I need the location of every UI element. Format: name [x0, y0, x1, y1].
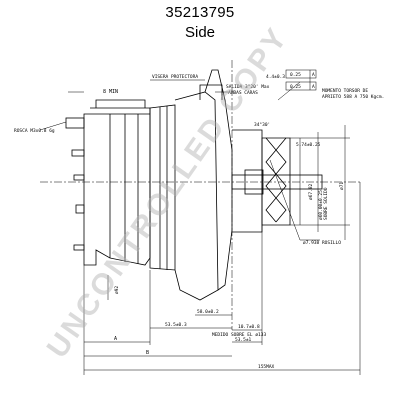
label-angle: 34°30': [254, 122, 270, 128]
label-visera: VISERA PROTECTORA: [152, 74, 198, 80]
shaft-nut: [244, 169, 264, 195]
label-medido: MEDIDO SOBRE EL ø133: [212, 332, 266, 338]
label-dim-d1: ø71: [339, 182, 345, 190]
page-title: 35213795: [165, 4, 235, 21]
tolerance-frame: [285, 81, 317, 91]
label-tol-2-ref: A: [312, 84, 315, 90]
label-tol-1-ref: A: [312, 72, 315, 78]
label-dim-d2: ø67.82: [308, 183, 314, 200]
leader-line: [277, 81, 301, 101]
terminal-stud: [71, 149, 85, 157]
label-dim-pulley: ø60.00±0.25: [318, 190, 324, 220]
label-dim-total: 155MAX: [258, 364, 275, 370]
terminal-stud: [73, 174, 85, 181]
leader-line: [269, 159, 301, 241]
label-momento-2: APRIETO 588 A 750 Kgcm.: [322, 94, 384, 100]
label-eight-min: 8 MIN: [103, 89, 118, 95]
pulley-groove: [275, 137, 287, 223]
label-rosca: ROSCA M3x0.8 6g: [14, 128, 55, 134]
rear-cover-outline: [90, 99, 151, 114]
label-momento-1: MOMENTO TORSOR DE: [322, 88, 368, 94]
label-dim-b: B: [146, 350, 149, 356]
terminal-stud: [65, 117, 85, 129]
terminal-stud: [73, 244, 85, 251]
label-dim-a: A: [114, 336, 117, 342]
label-dim-5352: 53.5±1: [235, 337, 252, 343]
label-dim-4-4: 4.4±0.3: [266, 74, 285, 80]
label-dim-sobre: SOBRE SOLIDO: [323, 187, 329, 220]
pulley-groove: [265, 137, 277, 223]
terminal-stud: [75, 204, 85, 214]
page-subtitle: Side: [184, 24, 216, 41]
front-top-lug: [199, 84, 223, 100]
label-dim-53: 53.5±0.3: [165, 322, 187, 328]
label-tol-2: 0.25: [290, 84, 301, 90]
label-salida: SALIDA 3"20' Max: [226, 84, 270, 90]
label-dim-10: 10.7±0.8: [238, 324, 260, 330]
pulley-outline: [261, 137, 291, 226]
label-dim-5-74: 5.74±0.25: [296, 142, 321, 148]
label-rosca-2: ø7.938 ROSILLO: [303, 240, 341, 246]
label-dim-58: 58.0±0.2: [197, 309, 219, 315]
dim-line: [39, 121, 67, 131]
label-ambas-caras: AMBAS CARAS: [228, 90, 258, 96]
front-flange: [204, 69, 233, 291]
label-tol-1: 0.25: [290, 72, 301, 78]
watermark-text: UNCONTROLLED COPY: [41, 21, 295, 364]
tolerance-frame: [285, 69, 317, 79]
fan-outline: [232, 129, 263, 233]
label-dim-side: ø92: [114, 286, 120, 294]
